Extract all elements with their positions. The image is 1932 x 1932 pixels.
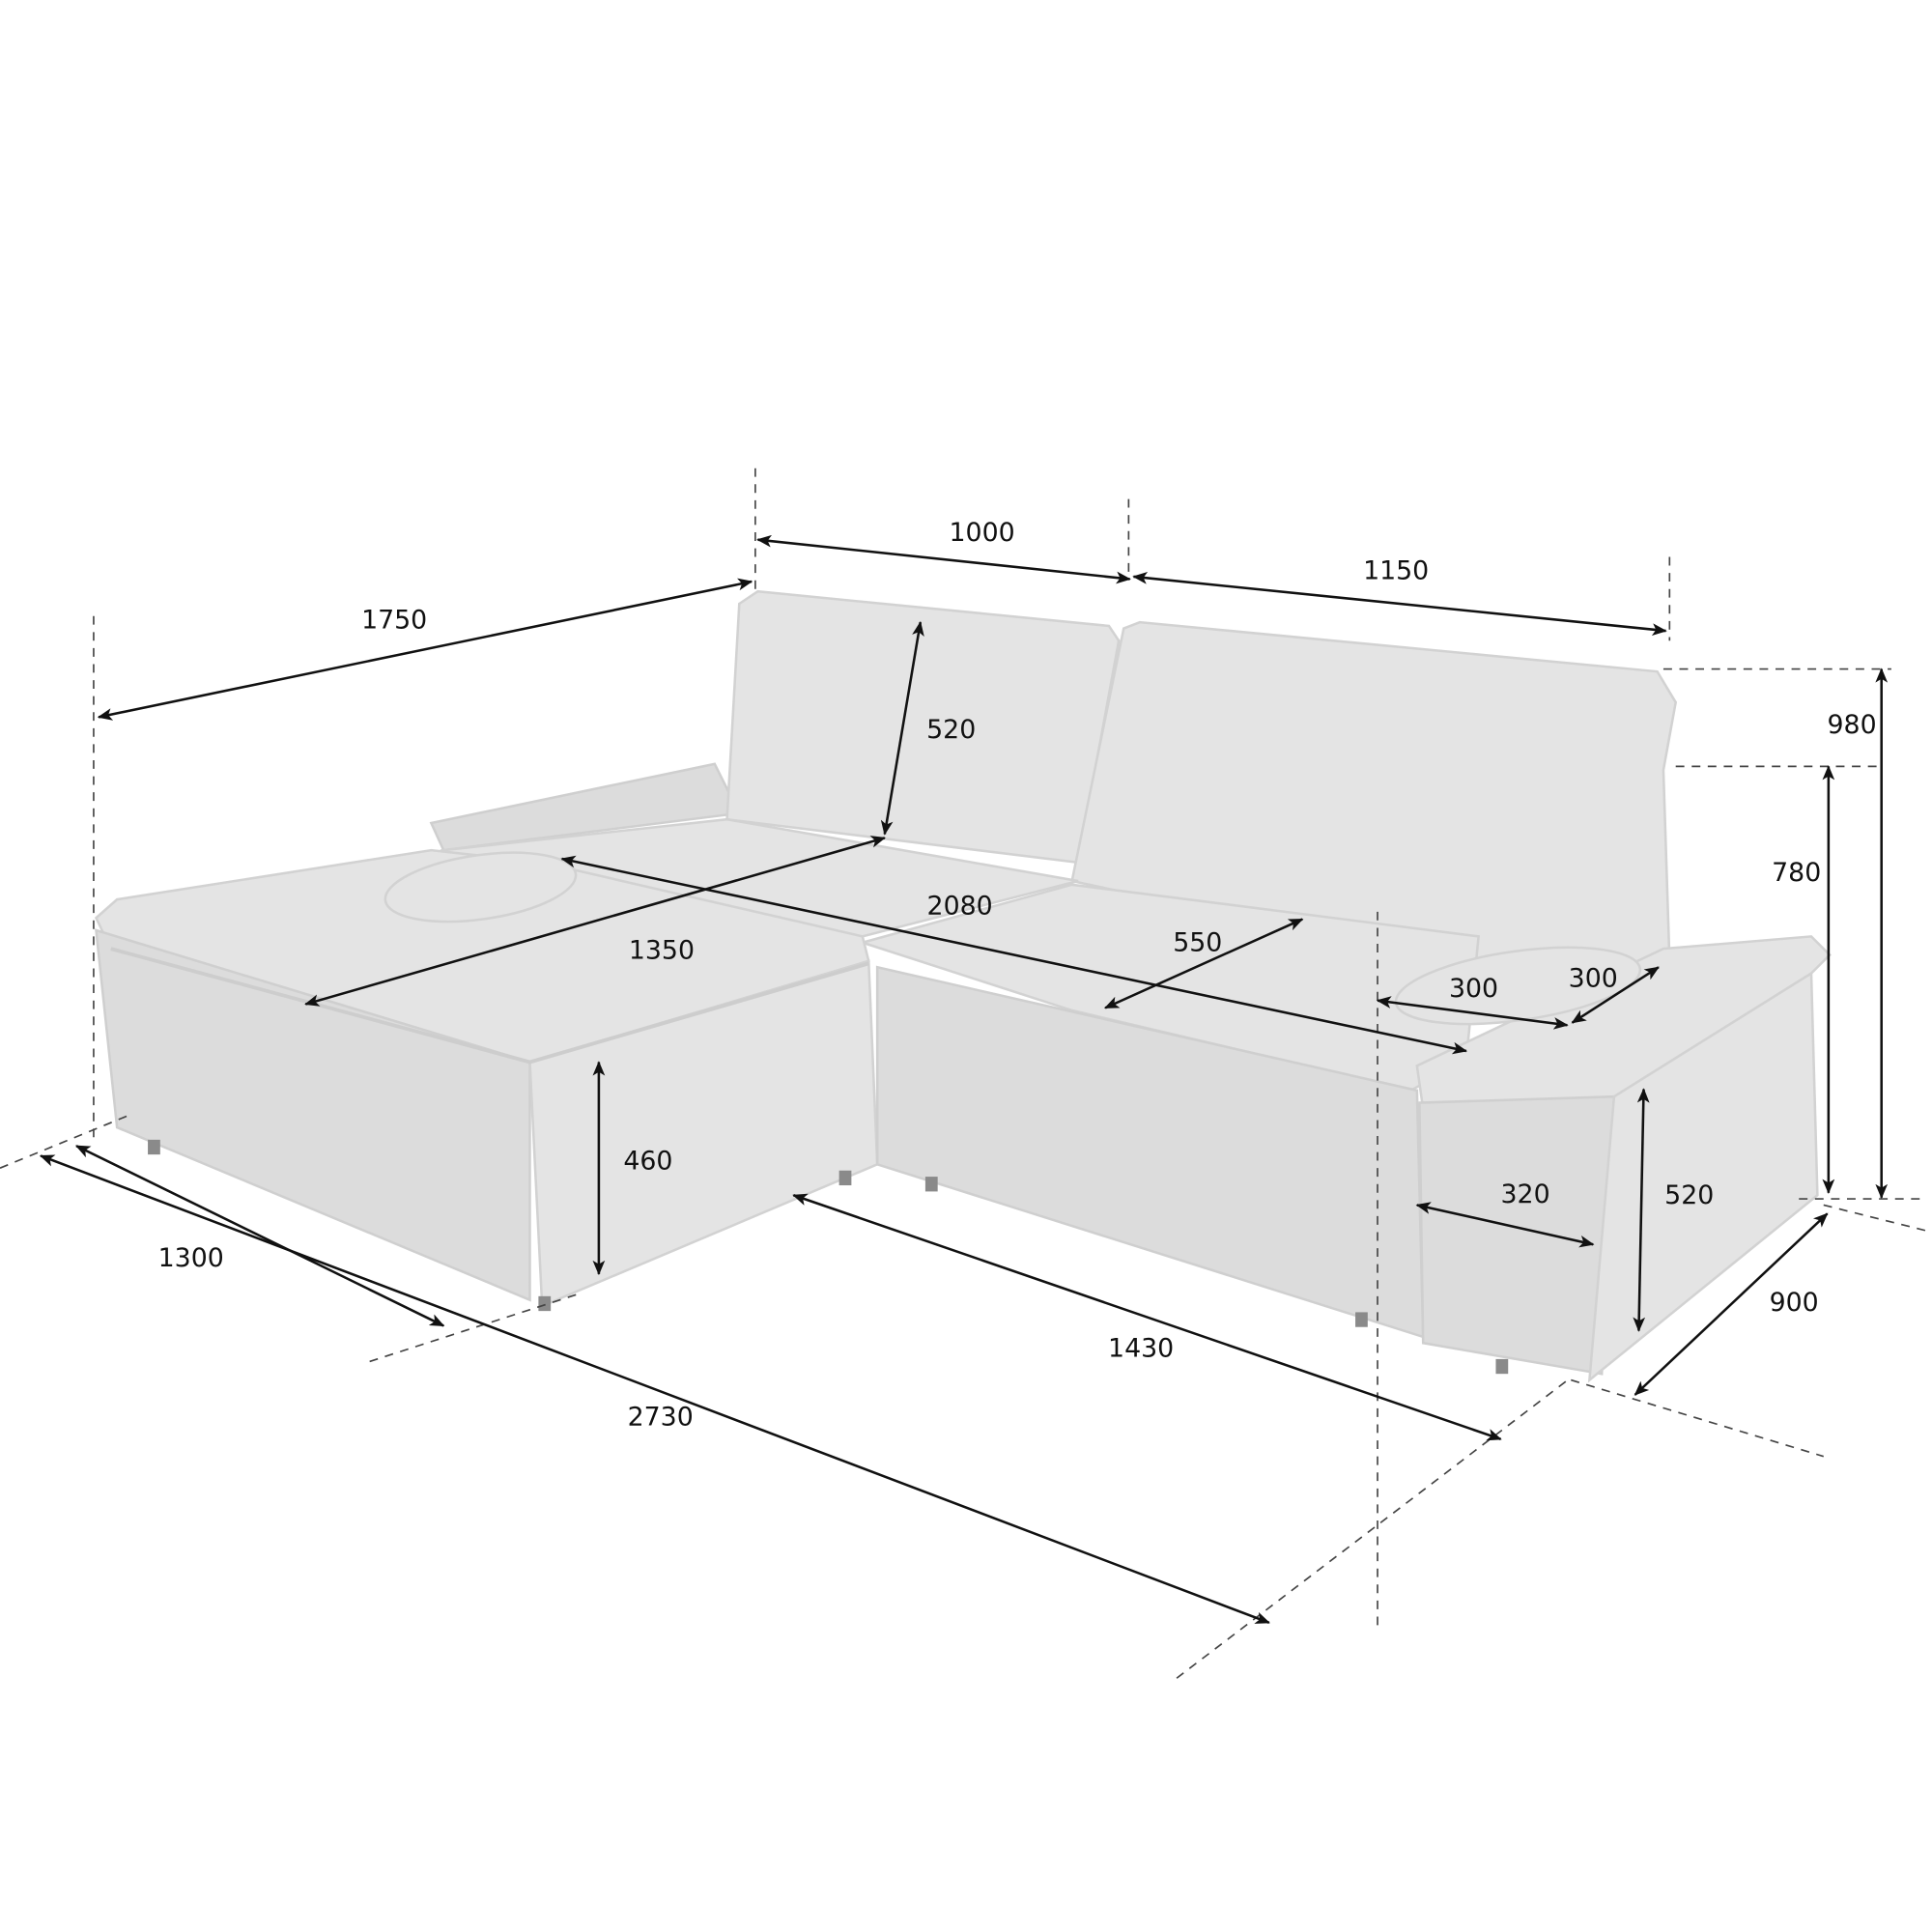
leg xyxy=(924,1177,938,1192)
leg xyxy=(1355,1312,1368,1327)
label-1000: 1000 xyxy=(950,518,1015,548)
leg xyxy=(148,1139,160,1155)
arrow-300-depth xyxy=(1571,966,1660,1024)
label-300-depth: 300 xyxy=(1569,964,1618,994)
label-900: 900 xyxy=(1770,1288,1819,1318)
label-460: 460 xyxy=(623,1146,672,1176)
label-1430: 1430 xyxy=(1108,1333,1174,1363)
back-cushion-left xyxy=(725,589,1121,865)
arrow-520-back xyxy=(880,620,924,836)
arrow-550 xyxy=(1103,918,1304,1009)
label-300-width: 300 xyxy=(1449,974,1498,1004)
label-1350: 1350 xyxy=(629,935,695,965)
label-2080: 2080 xyxy=(927,891,993,921)
right-armrest-front xyxy=(1418,1094,1616,1376)
label-1750: 1750 xyxy=(361,606,427,636)
arrow-300-width xyxy=(1376,996,1569,1030)
arrow-1150 xyxy=(1132,572,1667,636)
leg xyxy=(1495,1358,1509,1375)
label-1300: 1300 xyxy=(158,1243,224,1273)
label-550: 550 xyxy=(1173,928,1222,958)
arrow-900 xyxy=(1634,1212,1829,1396)
label-980: 980 xyxy=(1828,710,1877,740)
leg xyxy=(538,1295,552,1312)
dimension-arrows xyxy=(39,534,1889,1625)
label-520-arm: 520 xyxy=(1664,1180,1714,1210)
label-2730: 2730 xyxy=(628,1403,694,1433)
label-520-back: 520 xyxy=(926,715,976,745)
arrow-1750 xyxy=(97,578,753,721)
dimension-labels: 1750 1000 1150 980 780 520 2080 1350 550… xyxy=(158,518,1877,1433)
arrow-2730 xyxy=(39,1154,1270,1625)
label-780: 780 xyxy=(1772,858,1821,888)
leg xyxy=(838,1170,852,1186)
label-320: 320 xyxy=(1501,1179,1550,1209)
arrow-1350 xyxy=(304,836,887,1007)
arrow-1000 xyxy=(756,534,1131,584)
label-1150: 1150 xyxy=(1363,555,1429,585)
